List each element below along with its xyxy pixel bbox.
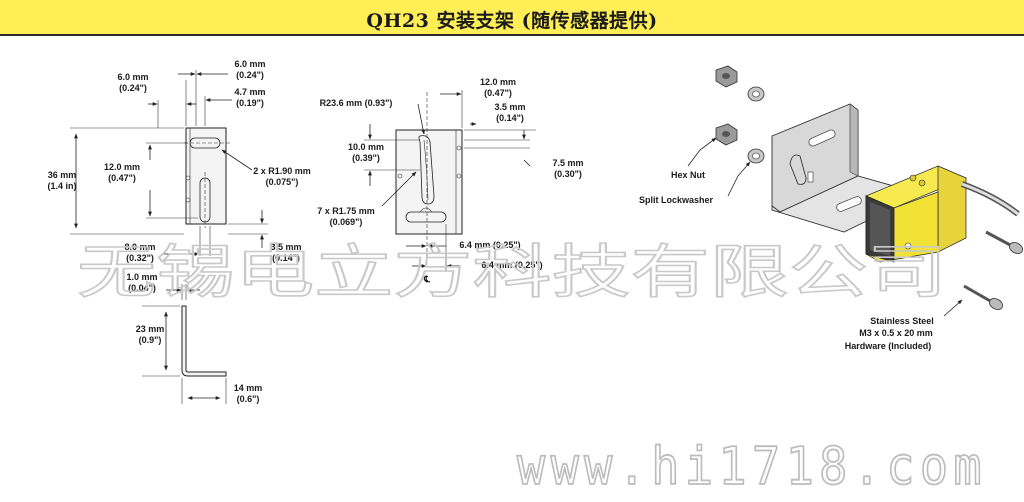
watermark-company: 无锡电立方科技有限公司 (77, 238, 947, 306)
dim-6-0-left-in: (0.24") (119, 83, 147, 93)
dim-6-4-a: 6.4 mm (0.25") (459, 240, 520, 250)
middle-arc-slot (418, 135, 435, 205)
left-bracket-drawing: 36 mm (1.4 in) 6.0 mm (0.24") 6.0 mm (0.… (47, 59, 311, 404)
dim-23-in: (0.9") (139, 335, 162, 345)
assembly-3d-drawing: Hex Nut Split Lockwasher Stainless Steel… (639, 65, 1024, 351)
dim-36: 36 mm (48, 170, 77, 180)
middle-bracket-plate (395, 129, 463, 235)
dim-23: 23 mm (136, 324, 165, 334)
label-hardware-2: M3 x 0.5 x 20 mm (859, 328, 933, 338)
label-hex-nut: Hex Nut (671, 170, 705, 180)
dim-6-0-left: 6.0 mm (117, 72, 148, 82)
dim-14: 14 mm (234, 383, 263, 393)
dim-6-0-right: 6.0 mm (234, 59, 265, 69)
title-bar: QH23 安装支架 (随传感器提供) (0, 0, 1024, 36)
dim-1-0-in: (0.04") (128, 283, 156, 293)
dim-radius-mid-in: (0.069") (330, 217, 363, 227)
dim-12-0: 12.0 mm (104, 162, 140, 172)
dim-12-0-mid-in: (0.47") (484, 88, 512, 98)
dim-6-4-b: 6.4 mm (0.25") (481, 260, 542, 270)
dim-radius-in: (0.075") (266, 177, 299, 187)
label-hardware-1: Stainless Steel (870, 316, 934, 326)
dim-12-0-mid: 12.0 mm (480, 77, 516, 87)
dim-4-7-in: (0.19") (236, 98, 264, 108)
left-bracket-side-view (181, 305, 227, 377)
dim-3-5-in: (0.14") (272, 253, 300, 263)
dim-3-5: 3.5 mm (270, 242, 301, 252)
dim-3-5-mid-in: (0.14") (496, 113, 524, 123)
dim-36-in: (1.4 in) (47, 181, 76, 191)
dim-3-5-mid: 3.5 mm (494, 102, 525, 112)
dim-8-0-in: (0.32") (126, 253, 154, 263)
dim-12-0-in: (0.47") (108, 173, 136, 183)
dim-10-0-in: (0.39") (352, 153, 380, 163)
dim-7-5-in: (0.30") (554, 169, 582, 179)
dim-7-5: 7.5 mm (552, 158, 583, 168)
dim-1-0: 1.0 mm (126, 272, 157, 282)
middle-bracket-drawing: R23.6 mm (0.93") 10.0 mm (0.39") 12.0 mm… (317, 77, 583, 284)
dim-radius-mid: 7 x R1.75 mm (317, 206, 375, 216)
label-hardware-3: Hardware (Included) (845, 341, 932, 351)
dim-8-0: 8.0 mm (124, 242, 155, 252)
screw-upper (985, 230, 1024, 254)
dim-radius: 2 x R1.90 mm (253, 166, 311, 176)
middle-bottom-slot (405, 211, 447, 223)
watermark-url: www.hi1718.com (517, 437, 987, 497)
dim-6-0-right-in: (0.24") (236, 70, 264, 80)
page-title: QH23 安装支架 (随传感器提供) (366, 10, 658, 32)
screw-lower (963, 284, 1004, 310)
label-split-lockwasher: Split Lockwasher (639, 195, 714, 205)
dim-14-in: (0.6") (237, 394, 260, 404)
dim-r23-6: R23.6 mm (0.93") (320, 98, 393, 108)
dim-4-7: 4.7 mm (234, 87, 265, 97)
dim-10-0: 10.0 mm (348, 142, 384, 152)
centerline-symbol: ℄ (423, 274, 430, 284)
